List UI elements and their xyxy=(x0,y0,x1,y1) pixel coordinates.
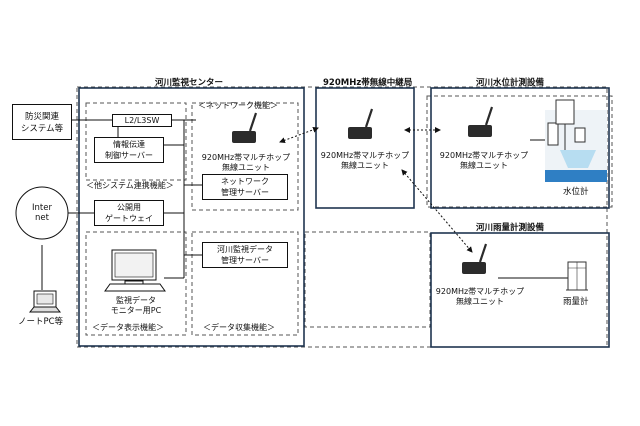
internet-line2: net xyxy=(35,213,49,223)
disaster-system-box: 防災関連 システム等 xyxy=(12,104,72,140)
data-display-label: ＜データ表示機能＞ xyxy=(92,323,164,332)
notebook-icon xyxy=(28,290,62,313)
hop-relay-rain xyxy=(401,169,473,253)
wireless-unit-label-center: 920MHz帯マルチホップ 無線ユニット xyxy=(196,153,296,173)
wireless-relay-line1: 920MHz帯マルチホップ xyxy=(320,151,410,160)
monitor-pc-line2: モニター用PC xyxy=(110,306,162,315)
rain-gauge-illustration xyxy=(566,261,588,291)
overall-dashed-frame xyxy=(76,86,608,348)
info-server-box: 情報伝達 制御サーバー xyxy=(94,137,164,163)
center-frame xyxy=(78,87,305,347)
data-collect-label: ＜データ収集機能＞ xyxy=(203,323,275,332)
wireless-unit-label-water: 920MHz帯マルチホップ 無線ユニット xyxy=(432,151,536,171)
net-mgmt-line1: ネットワーク xyxy=(221,177,269,186)
wireless-center-line2: 無線ユニット xyxy=(222,163,270,172)
wireless-relay-line2: 無線ユニット xyxy=(341,161,389,170)
rain-title: 河川雨量計測設備 xyxy=(476,223,545,233)
relay-frame xyxy=(315,87,415,209)
wireless-rain-line2: 無線ユニット xyxy=(456,297,504,306)
wireless-unit-icon-rain xyxy=(462,243,488,274)
data-server-box: 河川監視データ 管理サーバー xyxy=(202,242,288,268)
data-collect-group xyxy=(191,231,299,336)
center-title: 河川監視センター xyxy=(155,78,224,88)
wireless-unit-label-relay: 920MHz帯マルチホップ 無線ユニット xyxy=(314,151,416,171)
gateway-line1: 公開用 xyxy=(117,203,141,212)
wireless-rain-line1: 920MHz帯マルチホップ xyxy=(435,287,525,296)
wireless-unit-icon-relay xyxy=(348,108,374,139)
data-display-group xyxy=(85,231,187,336)
net-mgmt-line2: 管理サーバー xyxy=(221,188,269,197)
data-server-line2: 管理サーバー xyxy=(221,256,269,265)
water-gauge-illustration xyxy=(545,99,607,182)
wireless-water-line2: 無線ユニット xyxy=(460,161,508,170)
net-mgmt-server-box: ネットワーク 管理サーバー xyxy=(202,174,288,200)
water-gauge-label: 水位計 xyxy=(563,187,589,197)
network-function-label: ＜ネットワーク機能＞ xyxy=(198,101,278,110)
relay-title: 920MHz帯無線中継局 xyxy=(323,78,413,88)
monitor-pc-line1: 監視データ xyxy=(116,296,156,305)
notebook-label: ノートPC等 xyxy=(18,317,64,327)
disaster-system-line2: システム等 xyxy=(20,124,64,134)
other-systems-group xyxy=(85,102,187,181)
wireless-unit-label-rain: 920MHz帯マルチホップ 無線ユニット xyxy=(428,287,532,307)
data-server-line1: 河川監視データ xyxy=(217,245,273,254)
hop-center-relay xyxy=(279,126,319,144)
water-dashed xyxy=(426,95,613,208)
relay-lower-dashed xyxy=(304,231,431,328)
internet-circle xyxy=(15,186,69,240)
other-systems-label: ＜他システム連携機能＞ xyxy=(86,181,174,190)
internet-line1: Inter xyxy=(32,203,52,213)
l2l3-switch-box: L2/L3SW xyxy=(112,114,172,127)
wireless-unit-icon-center xyxy=(232,112,258,143)
network-function-group xyxy=(191,102,299,211)
monitor-pc-icon xyxy=(104,249,166,292)
l2l3-switch-label: L2/L3SW xyxy=(124,116,160,125)
rain-frame xyxy=(430,232,610,348)
gateway-line2: ゲートウェイ xyxy=(105,214,153,223)
info-server-line2: 制御サーバー xyxy=(105,151,153,160)
wireless-water-line1: 920MHz帯マルチホップ xyxy=(439,151,529,160)
water-frame xyxy=(430,87,610,209)
water-title: 河川水位計測設備 xyxy=(476,78,545,88)
info-server-line1: 情報伝達 xyxy=(113,140,145,149)
disaster-system-line1: 防災関連 xyxy=(24,112,59,122)
gateway-box: 公開用 ゲートウェイ xyxy=(94,200,164,226)
wireless-unit-icon-water xyxy=(468,106,494,137)
rain-gauge-label: 雨量計 xyxy=(563,297,589,307)
monitor-pc-label: 監視データ モニター用PC xyxy=(96,296,176,316)
internet-label: Inter net xyxy=(22,203,62,223)
wireless-center-line1: 920MHz帯マルチホップ xyxy=(201,153,291,162)
